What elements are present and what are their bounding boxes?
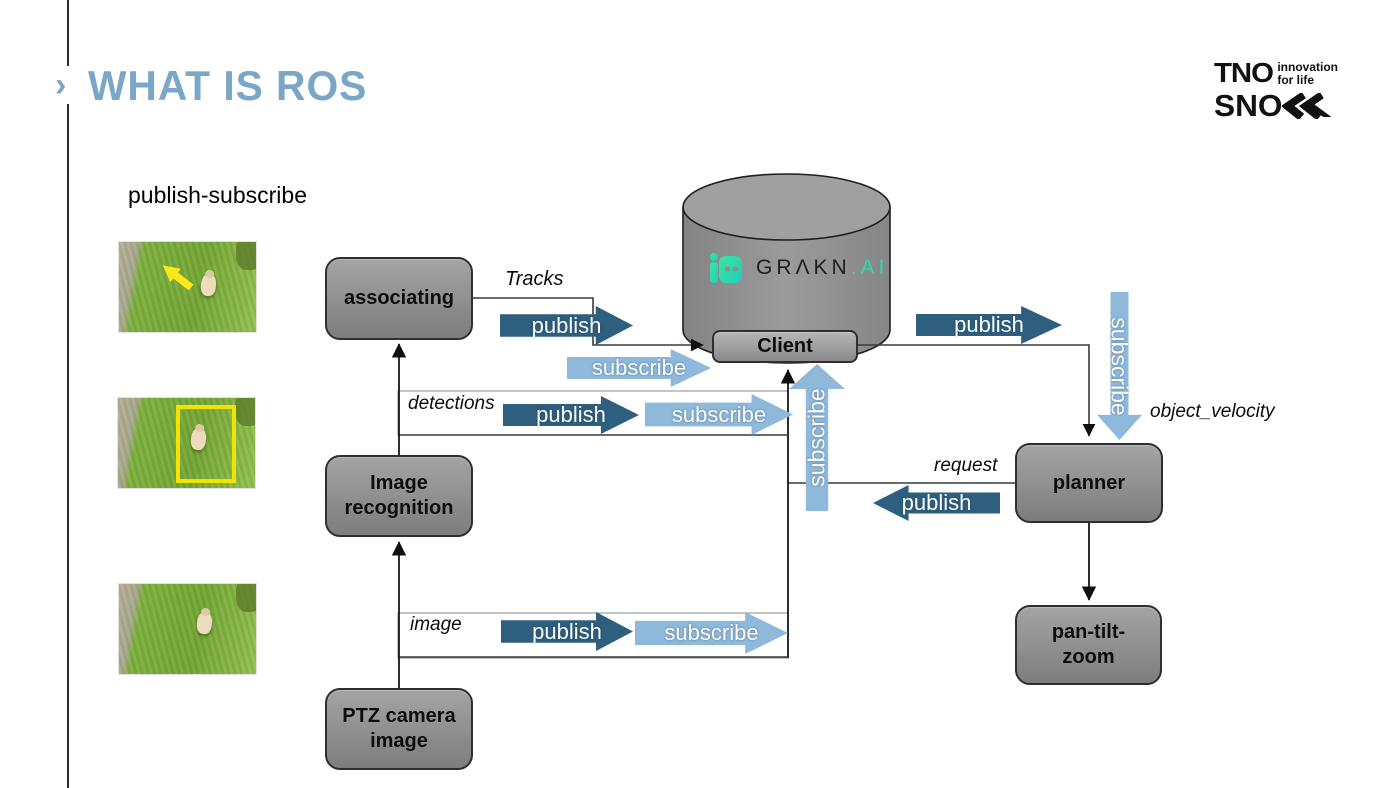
publish-arrow-image: publish (501, 612, 633, 651)
publish-arrow-detections: publish (503, 396, 639, 434)
edge-label-detections: detections (408, 393, 495, 414)
subscribe-arrow-image: subscribe (635, 612, 788, 654)
bush (236, 584, 256, 612)
subscribe-arrow-detections: subscribe (645, 394, 793, 435)
snow-logo: SNO (1214, 90, 1338, 121)
node-ptz-camera-image: PTZ camera image (325, 688, 473, 770)
publish-arrow-request: publish (873, 485, 1000, 521)
grakn-wordmark: GRΛKN.AI (756, 256, 889, 279)
grakn-ai-logo: GRΛKN.AI (706, 249, 888, 287)
node-planner: planner (1015, 443, 1163, 523)
tno-tagline: innovation for life (1277, 60, 1338, 87)
node-client: Client (712, 330, 858, 363)
edge-label-object-velocity: object_velocity (1150, 401, 1275, 422)
slide-left-rule (67, 0, 69, 788)
subscribe-arrow-tracks: subscribe (567, 349, 711, 387)
lamb-photo-1 (118, 241, 257, 333)
page-title: WHAT IS ROS (88, 62, 368, 109)
publish-arrow-object-velocity: publish (916, 306, 1062, 344)
publish-arrow-tracks: publish (500, 306, 633, 345)
node-image-recognition: Image recognition (325, 455, 473, 537)
tno-logo: TNO (1214, 57, 1274, 88)
edge-label-request: request (934, 455, 998, 476)
edge-label-image: image (410, 614, 462, 635)
detection-bounding-box (176, 405, 236, 483)
node-associating: associating (325, 257, 473, 340)
node-pan-tilt-zoom: pan-tilt-zoom (1015, 605, 1162, 685)
diagram-subtitle: publish-subscribe (128, 182, 307, 208)
branding-block: TNO innovation for life SNO (1214, 57, 1338, 121)
lamb-photo-2 (117, 397, 256, 489)
bush (235, 398, 255, 426)
grakn-robot-icon (710, 253, 742, 283)
edge-label-tracks: Tracks (505, 268, 564, 290)
lamb-photo-3 (118, 583, 257, 675)
bush (236, 242, 256, 270)
snow-stylized-w-icon (1282, 92, 1332, 119)
subscribe-arrow-client: subscribe (789, 364, 845, 511)
title-chevron-icon: › (52, 66, 70, 104)
subscribe-arrow-planner: subscribe (1097, 292, 1142, 440)
